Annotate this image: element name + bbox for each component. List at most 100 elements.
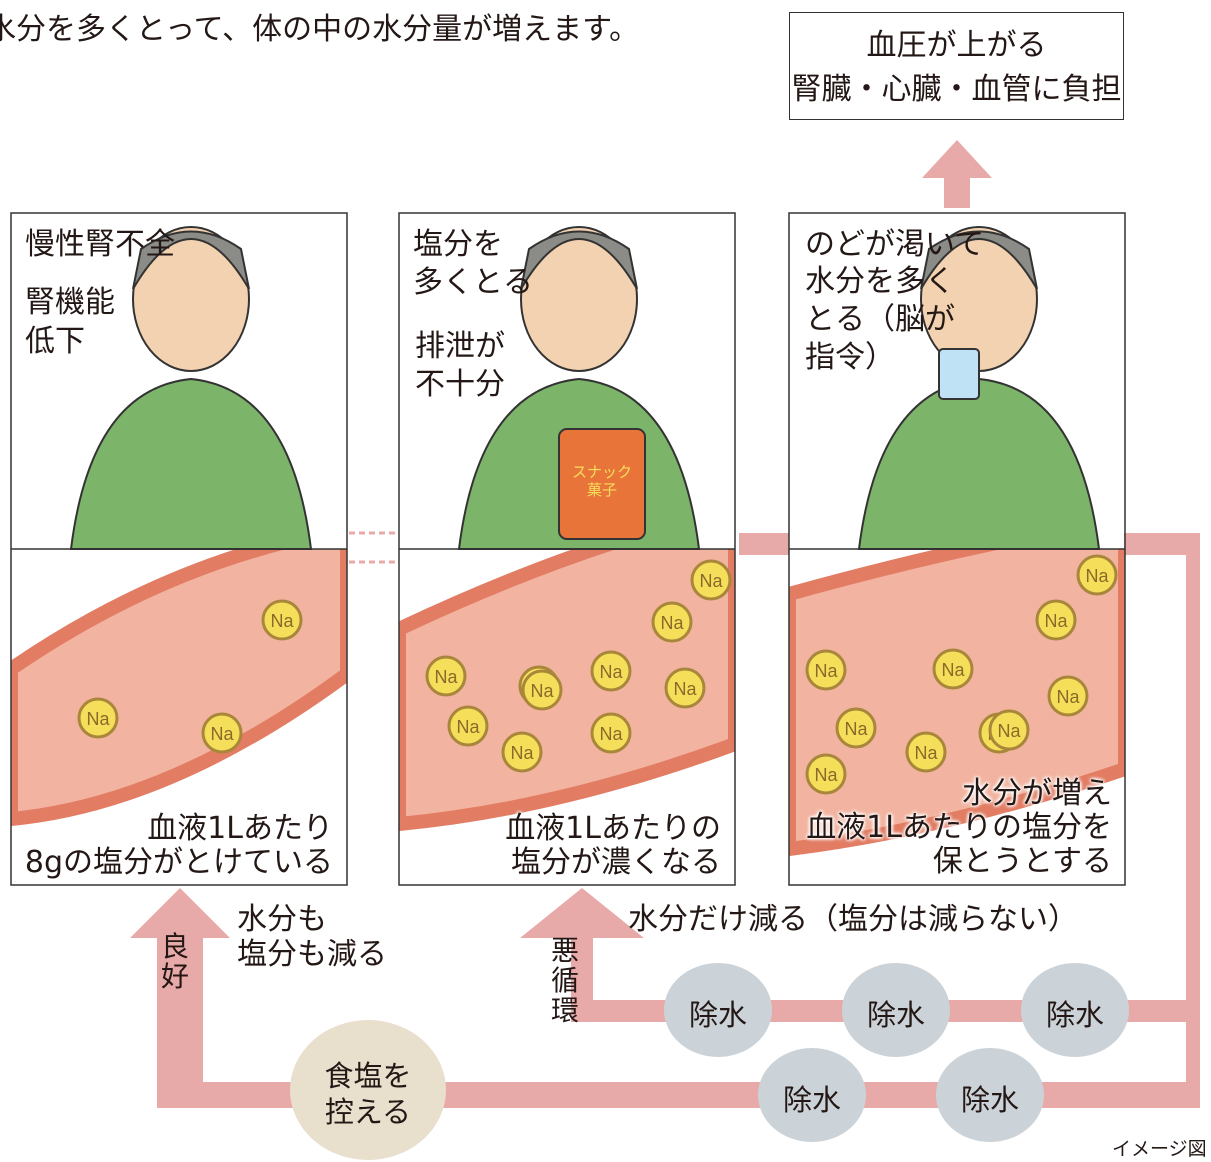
vicious-arrow-head	[520, 888, 644, 938]
sodium-ion-circle	[521, 669, 563, 711]
sodium-ion: Na	[1035, 599, 1077, 641]
sodium-ion-circle	[201, 712, 243, 754]
water-glass	[938, 348, 980, 400]
sodium-ion: Na	[988, 709, 1030, 751]
sodium-ion-circle	[447, 705, 489, 747]
panel-1-sub-2: 低下	[25, 324, 85, 359]
sodium-ion-label: Na	[599, 724, 623, 744]
sodium-ion: Na	[805, 753, 847, 795]
sodium-ion-label: Na	[699, 571, 723, 591]
dialysis-label-5: 除水	[960, 1083, 1019, 1117]
panel-1-title: 慢性腎不全	[25, 227, 175, 262]
sodium-ion-label: Na	[673, 679, 697, 699]
dialysis-circle	[758, 1048, 866, 1142]
sodium-ion-label: Na	[86, 709, 110, 729]
sodium-ion: Na	[590, 650, 632, 692]
flow-circles	[290, 963, 1129, 1160]
sodium-ion: Na	[501, 731, 543, 773]
sodium-ion-circle	[1076, 554, 1118, 596]
panel-3-bottom-2: 血液1Lあたりの塩分を	[806, 810, 1112, 845]
sodium-ion-circle	[1047, 675, 1089, 717]
sodium-ion: Na	[201, 712, 243, 754]
sodium-ion-circle	[805, 649, 847, 691]
person-hair	[920, 230, 1038, 290]
sodium-ion-label: Na	[434, 667, 458, 687]
sodium-ion-circle	[835, 707, 877, 749]
sodium-ion: Na	[651, 601, 693, 643]
sodium-ion: Na	[690, 559, 732, 601]
sodium-ion-circle	[932, 648, 974, 690]
snack-label-2: 菓子	[587, 481, 617, 499]
panel-2-bottom-1: 血液1Lあたりの	[505, 811, 721, 846]
panel-3-title-3: とる（脳が	[805, 302, 955, 337]
sodium-ion: Na	[590, 712, 632, 754]
sodium-ion-circle	[905, 731, 947, 773]
panel-3-title-2: 水分を多く	[805, 264, 955, 299]
salt-circle	[290, 1020, 446, 1160]
sodium-ion-label: Na	[456, 717, 480, 737]
sodium-ion-label: Na	[1085, 566, 1109, 586]
salt-circle-line-1: 食塩を	[324, 1059, 412, 1093]
panels: NaNaNaNaNaNaNaNaNaNaNaNaNaスナック菓子NaNaNaNa…	[10, 212, 1126, 886]
panel-2-sub-2: 不十分	[415, 367, 505, 402]
sodium-ion-label: Na	[1044, 611, 1068, 631]
dialysis-circle	[842, 963, 950, 1057]
sodium-ion-circle	[664, 667, 706, 709]
dialysis-circle	[936, 1048, 1044, 1142]
panel-2-title-1: 塩分を	[413, 227, 503, 262]
sodium-ion: Na	[447, 705, 489, 747]
salt-circle-line-2: 控える	[324, 1095, 412, 1129]
sodium-ion-circle	[590, 712, 632, 754]
sodium-ion-circle	[77, 697, 119, 739]
panel-3-bottom-3: 保とうとする	[932, 844, 1112, 879]
sodium-ion: Na	[805, 649, 847, 691]
panel-3-title-1: のどが渇いて	[805, 227, 985, 262]
outcome-arrow-head	[922, 140, 992, 178]
sodium-ion: Na	[932, 648, 974, 690]
sodium-ion-circle	[988, 709, 1030, 751]
good-arrow-head	[130, 888, 230, 938]
dialysis-circle	[1021, 963, 1129, 1057]
sodium-ion-circle	[690, 559, 732, 601]
person-shirt	[69, 377, 313, 550]
vicious-label: 悪循環	[550, 934, 579, 1027]
blood-vessel	[399, 549, 735, 832]
sodium-ion: Na	[1076, 554, 1118, 596]
sodium-ion: Na	[77, 697, 119, 739]
outcome-box: 血圧が上がる 腎臓・心臓・血管に負担	[789, 12, 1124, 120]
panel-1-person	[69, 226, 313, 550]
outcome-line-2: 腎臓・心臓・血管に負担	[791, 72, 1122, 107]
good-caption-1: 水分も	[237, 902, 327, 937]
sodium-ion-circle	[651, 601, 693, 643]
sodium-ion-label: Na	[270, 611, 294, 631]
person-hair	[132, 230, 250, 290]
panel-3-person	[857, 226, 1101, 550]
panel-3-title-4: 指令）	[805, 340, 895, 375]
outcome-arrow-shaft	[944, 176, 970, 208]
sodium-ion-circle	[590, 650, 632, 692]
panel-1-bottom-2: 8gの塩分がとけている	[24, 845, 333, 880]
panel-1-sub-1: 腎機能	[25, 285, 115, 320]
loop-right-side	[1186, 533, 1200, 1093]
person-hair	[520, 230, 638, 290]
sodium-ion-label: Na	[844, 719, 868, 739]
sodium-ion: Na	[521, 669, 563, 711]
sodium-ion: Na	[664, 667, 706, 709]
loop-connector-2-3	[739, 533, 789, 555]
sodium-ion-circle	[425, 655, 467, 697]
sodium-ion-label: Na	[210, 724, 234, 744]
snack-bag-body	[558, 428, 646, 540]
sodium-ion-label: Na	[997, 721, 1021, 741]
sodium-ion-label: Na	[941, 660, 965, 680]
panel-2-title-2: 多くとる	[413, 265, 533, 300]
dialysis-label-1: 除水	[688, 998, 747, 1032]
sodium-ion: Na	[835, 707, 877, 749]
sodium-ion: Na	[1047, 675, 1089, 717]
